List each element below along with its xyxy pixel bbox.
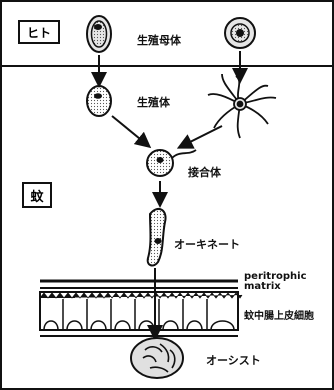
- mosquito-host-label: 蚊: [22, 182, 52, 208]
- oocyst-label: オーシスト: [206, 352, 261, 368]
- male-gametocyte-cell: [225, 18, 255, 48]
- human-host-label: ヒト: [18, 20, 60, 44]
- arrow-male-to-zygote: [184, 126, 222, 145]
- gametocyte-cell: [87, 16, 111, 52]
- peritrophic-matrix-label: peritrophic matrix: [244, 272, 307, 292]
- gametocyte-label: 生殖母体: [137, 32, 181, 48]
- ookinete-label: オーキネート: [174, 236, 240, 252]
- arrow-gamete-to-zygote: [112, 116, 145, 143]
- gamete-label: 生殖体: [137, 94, 170, 110]
- ookinete-cell: [148, 209, 166, 266]
- oocyst-cell: [131, 338, 183, 378]
- female-gamete-cell: [87, 86, 111, 116]
- midgut-epithelium-label: 蚊中腸上皮細胞: [244, 307, 314, 322]
- peritrophic-matrix-label-line2: matrix: [244, 282, 307, 292]
- zygote-label: 接合体: [188, 164, 221, 180]
- peritrophic-matrix: [40, 281, 238, 288]
- midgut-epithelium: [40, 292, 242, 336]
